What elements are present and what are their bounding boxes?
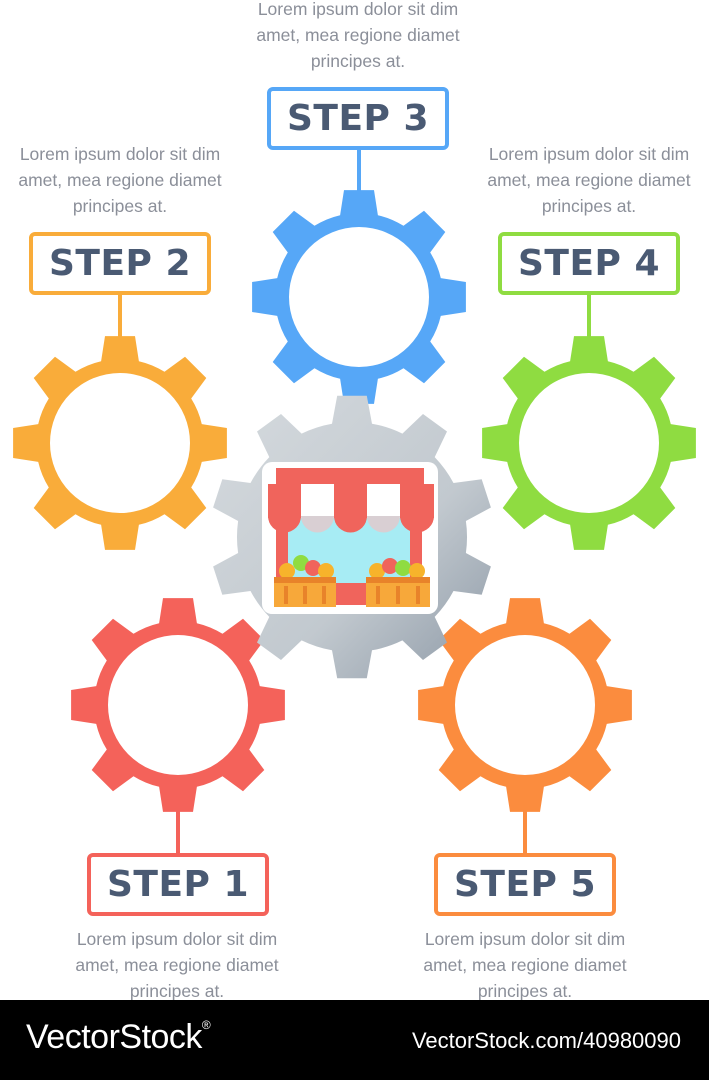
gear-diagram: [13, 149, 696, 855]
step-4-label: STEP 4: [498, 232, 680, 295]
step-3-label: STEP 3: [267, 87, 449, 150]
watermark-footer: VectorStock® VectorStock.com/40980090: [0, 1000, 709, 1080]
step-5-label: STEP 5: [434, 853, 616, 916]
brand-logo: VectorStock®: [26, 1018, 211, 1056]
step-5-description: Lorem ipsum dolor sit dim amet, mea regi…: [400, 926, 650, 1004]
infographic: Lorem ipsum dolor sit dim amet, mea regi…: [0, 0, 709, 1001]
step-4-desc-line-3: principes at.: [541, 196, 637, 216]
step-2-desc-line-1: Lorem ipsum dolor sit dim: [19, 144, 221, 164]
step-2-label: STEP 2: [29, 232, 211, 295]
step-3-gear: [252, 190, 466, 404]
step-4-desc-line-1: Lorem ipsum dolor sit dim: [488, 144, 690, 164]
market-stall-icon: [262, 462, 438, 614]
step-1-desc-line-2: amet, mea regione diamet: [75, 955, 279, 975]
step-3-desc-line-1: Lorem ipsum dolor sit dim: [257, 0, 459, 19]
step-1-desc-line-3: principes at.: [129, 981, 225, 1001]
step-4-description: Lorem ipsum dolor sit dim amet, mea regi…: [464, 141, 709, 219]
step-3-description: Lorem ipsum dolor sit dim amet, mea regi…: [233, 0, 483, 74]
step-5-desc-line-1: Lorem ipsum dolor sit dim: [424, 929, 626, 949]
step-3-desc-line-3: principes at.: [310, 51, 406, 71]
step-4-gear: [482, 336, 696, 550]
step-5-desc-line-3: principes at.: [477, 981, 573, 1001]
step-1-label: STEP 1: [87, 853, 269, 916]
brand-url: VectorStock.com/40980090: [411, 1028, 681, 1053]
step-2-description: Lorem ipsum dolor sit dim amet, mea regi…: [0, 141, 245, 219]
step-1-description: Lorem ipsum dolor sit dim amet, mea regi…: [52, 926, 302, 1004]
step-5-gear: [418, 598, 632, 812]
step-2-gear: [13, 336, 227, 550]
step-4-desc-line-2: amet, mea regione diamet: [487, 170, 691, 190]
gears: [13, 190, 696, 812]
step-2-desc-line-3: principes at.: [72, 196, 168, 216]
step-1-gear: [71, 598, 285, 812]
step-2-desc-line-2: amet, mea regione diamet: [18, 170, 222, 190]
step-5-desc-line-2: amet, mea regione diamet: [423, 955, 627, 975]
step-3-desc-line-2: amet, mea regione diamet: [256, 25, 460, 45]
step-1-desc-line-1: Lorem ipsum dolor sit dim: [76, 929, 278, 949]
